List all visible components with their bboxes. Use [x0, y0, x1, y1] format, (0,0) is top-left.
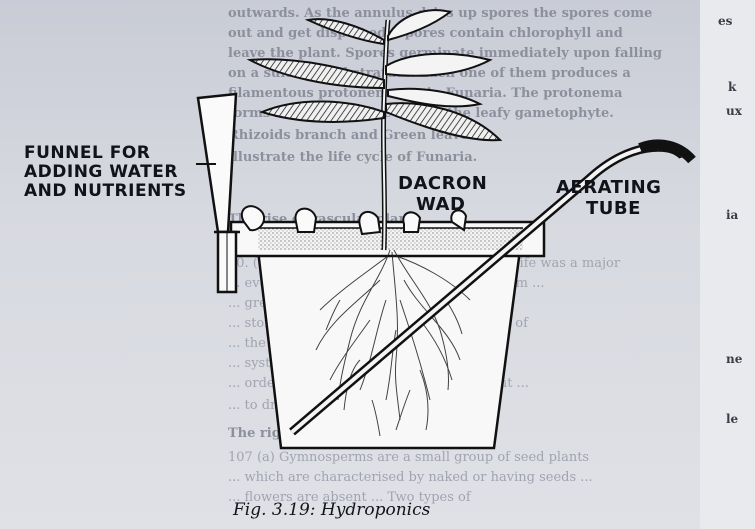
dacron-label-line2: WAD [416, 195, 465, 215]
aerating-label-line1: AERATING [556, 178, 661, 198]
plant-leaves [250, 10, 500, 140]
aerating-label-line2: TUBE [586, 199, 641, 219]
plant-stem [383, 20, 388, 250]
funnel-label-line3: AND NUTRIENTS [24, 181, 187, 201]
funnel [198, 94, 240, 292]
funnel-label-line2: ADDING WATER [24, 162, 178, 182]
figure-caption: Fig. 3.19: Hydroponics [233, 500, 430, 520]
funnel-label-line1: FUNNEL FOR [24, 143, 150, 163]
dacron-label-line1: DACRON [398, 174, 487, 194]
